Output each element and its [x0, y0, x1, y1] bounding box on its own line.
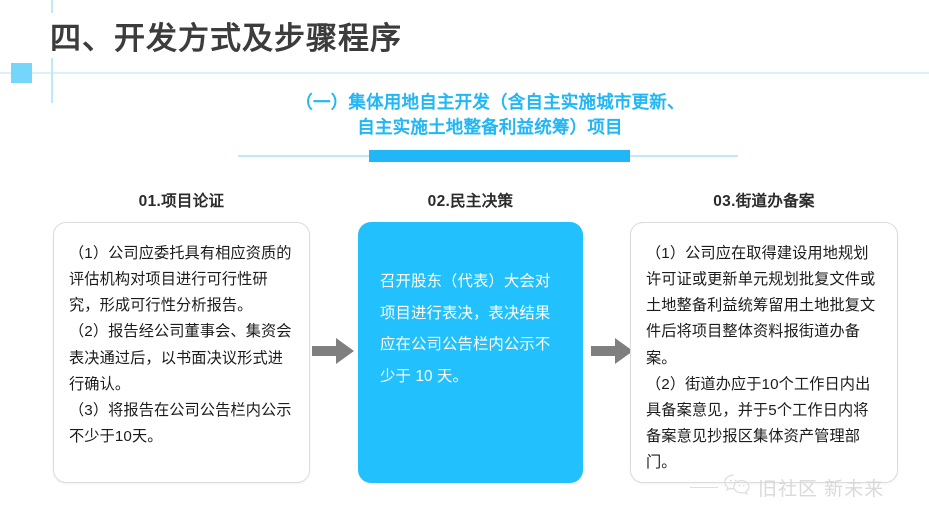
wechat-icon [723, 473, 753, 502]
step-3-paragraph-1: （1）公司应在取得建设用地规划许可证或更新单元规划批复文件或土地整备利益统筹留用… [646, 245, 876, 367]
step-header-1: 01.项目论证 [138, 193, 225, 210]
step-card-1: （1）公司应委托具有相应资质的评估机构对项目进行可行性研究，形成可行性分析报告。… [53, 222, 310, 483]
step-1-paragraph-2: （2）报告经公司董事会、集资会表决通过后，以书面决议形式进行确认。 [69, 323, 292, 393]
step-header-3: 03.街道办备案 [713, 193, 815, 210]
subtitle-line-1: （一）集体用地自主开发（含自主实施城市更新、 [295, 92, 685, 112]
step-card-2: 召开股东（代表）大会对项目进行表决，表决结果应在公司公告栏内公示不少于 10 天… [358, 222, 583, 483]
decorative-horizontal-line [0, 72, 929, 74]
subtitle-divider [238, 150, 738, 162]
arrow-right-icon-1 [312, 338, 354, 364]
step-header-2: 02.民主决策 [427, 193, 514, 210]
watermark-text: 旧社区 新未来 [758, 478, 885, 500]
step-card-3: （1）公司应在取得建设用地规划许可证或更新单元规划批复文件或土地整备利益统筹留用… [630, 222, 898, 483]
step-3-paragraph-2: （2）街道办应于10个工作日内出具备案意见，并于5个工作日内将备案意见抄报区集体… [646, 375, 871, 472]
page-title: 四、开发方式及步骤程序 [50, 13, 412, 58]
watermark-rule [690, 486, 718, 488]
step-2-paragraph-1: 召开股东（代表）大会对项目进行表决，表决结果应在公司公告栏内公示不少于 10 天… [380, 273, 551, 385]
divider-accent-bar [369, 150, 630, 162]
step-1-paragraph-3: （3）将报告在公司公告栏内公示不少于10天。 [69, 401, 292, 445]
watermark: 旧社区 新未来 [690, 470, 929, 504]
arrow-right-icon-2 [591, 338, 633, 364]
subtitle-line-2: 自主实施土地整备利益统筹）项目 [357, 116, 623, 137]
slide-subtitle: （一）集体用地自主开发（含自主实施城市更新、 自主实施土地整备利益统筹）项目 [240, 90, 740, 140]
decorative-square [11, 63, 32, 83]
step-1-paragraph-1: （1）公司应委托具有相应资质的评估机构对项目进行可行性研究，形成可行性分析报告。 [69, 245, 292, 315]
